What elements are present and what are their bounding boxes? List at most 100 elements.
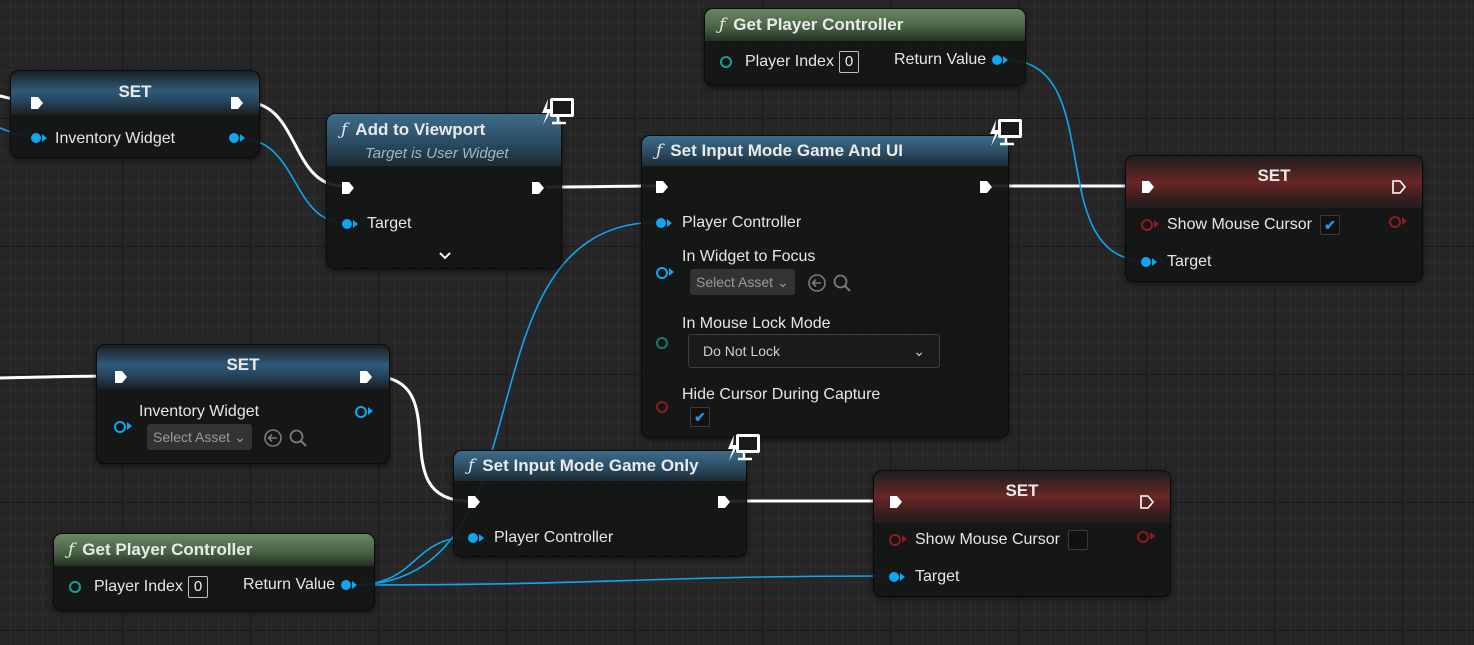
exec-out-pin[interactable] bbox=[229, 95, 245, 111]
player-index-pin[interactable] bbox=[720, 56, 732, 68]
player-index-label: Player Index bbox=[745, 53, 834, 70]
widget-focus-pin[interactable] bbox=[656, 267, 668, 279]
player-index-field[interactable]: 0 bbox=[188, 576, 208, 598]
hide-cursor-checkbox[interactable]: ✔ bbox=[690, 407, 710, 427]
object-wire bbox=[352, 221, 661, 586]
search-icon[interactable] bbox=[288, 428, 308, 448]
exec-out-pin[interactable] bbox=[358, 369, 374, 385]
asset-picker[interactable]: Select Asset⌄ bbox=[147, 424, 252, 450]
return-value-pin[interactable] bbox=[341, 580, 351, 590]
pin-arrow bbox=[127, 422, 132, 430]
exec-out-pin[interactable] bbox=[716, 494, 732, 510]
show-mouse-cursor-out-pin[interactable] bbox=[1389, 216, 1401, 228]
target-pin[interactable] bbox=[1141, 257, 1151, 267]
target-pin[interactable] bbox=[342, 219, 352, 229]
object-in-pin[interactable] bbox=[31, 133, 41, 143]
set-inventory-widget-node-top[interactable]: SET Inventory Widget bbox=[10, 70, 260, 158]
show-mouse-cursor-in-pin[interactable] bbox=[1141, 219, 1153, 231]
chevron-down-icon: ⌄ bbox=[913, 343, 925, 359]
node-subtitle: Target is User Widget bbox=[365, 145, 509, 162]
function-f-icon: ƒ bbox=[468, 456, 475, 476]
exec-in-pin[interactable] bbox=[1140, 179, 1156, 195]
return-value-pin[interactable] bbox=[992, 55, 1002, 65]
set-show-mouse-cursor-node-bottom[interactable]: SET Show Mouse Cursor Target bbox=[873, 470, 1171, 597]
pin-arrow bbox=[368, 407, 373, 415]
target-label: Target bbox=[367, 215, 412, 232]
pin-arrow bbox=[240, 134, 245, 142]
exec-out-pin[interactable] bbox=[1139, 494, 1155, 510]
search-icon[interactable] bbox=[832, 273, 852, 293]
node-title: SET bbox=[226, 355, 260, 374]
show-mouse-cursor-checkbox[interactable]: ✔ bbox=[1320, 215, 1340, 235]
hide-cursor-pin[interactable] bbox=[656, 401, 668, 413]
show-mouse-cursor-label: Show Mouse Cursor bbox=[1167, 216, 1312, 233]
function-f-icon: ƒ bbox=[68, 540, 75, 560]
show-mouse-cursor-checkbox[interactable] bbox=[1068, 530, 1088, 550]
object-out-pin[interactable] bbox=[355, 406, 367, 418]
exec-in-pin[interactable] bbox=[113, 369, 129, 385]
player-controller-pin[interactable] bbox=[468, 533, 478, 543]
arrow-left-circle-icon[interactable] bbox=[263, 428, 283, 448]
monitor-lightning-icon bbox=[728, 434, 760, 461]
exec-out-pin[interactable] bbox=[530, 180, 546, 196]
chevron-down-icon: ⌄ bbox=[234, 429, 246, 445]
arrow-left-circle-icon[interactable] bbox=[807, 273, 827, 293]
function-f-icon: ƒ bbox=[719, 15, 726, 35]
node-title: SET bbox=[118, 82, 152, 101]
monitor-lightning-icon bbox=[990, 119, 1022, 146]
object-out-pin[interactable] bbox=[229, 133, 239, 143]
show-mouse-cursor-out-pin[interactable] bbox=[1137, 531, 1149, 543]
node-title: SET bbox=[1257, 166, 1291, 185]
target-label: Target bbox=[1167, 253, 1212, 270]
variable-label: Inventory Widget bbox=[139, 403, 260, 420]
exec-in-pin[interactable] bbox=[888, 494, 904, 510]
pin-arrow bbox=[669, 268, 674, 276]
object-wire bbox=[352, 575, 896, 586]
pin-arrow bbox=[1150, 532, 1155, 540]
exec-in-pin[interactable] bbox=[466, 494, 482, 510]
pin-arrow bbox=[479, 534, 484, 542]
exec-in-pin[interactable] bbox=[654, 179, 670, 195]
mouse-lock-pin[interactable] bbox=[656, 337, 668, 349]
variable-label: Inventory Widget bbox=[55, 130, 176, 147]
exec-in-pin[interactable] bbox=[29, 95, 45, 111]
exec-out-pin[interactable] bbox=[1391, 179, 1407, 195]
chevron-down-icon: ⌄ bbox=[777, 274, 789, 290]
object-wire bbox=[1005, 59, 1148, 262]
player-controller-label: Player Controller bbox=[494, 529, 614, 546]
node-header: SET bbox=[1126, 156, 1422, 208]
player-controller-pin[interactable] bbox=[656, 218, 666, 228]
node-header: SET bbox=[874, 471, 1170, 523]
set-inventory-widget-node-mid[interactable]: SET Inventory Widget Select Asset⌄ bbox=[96, 344, 390, 464]
pin-arrow bbox=[1402, 217, 1407, 225]
pin-arrow bbox=[353, 220, 358, 228]
exec-out-pin[interactable] bbox=[978, 179, 994, 195]
pin-arrow bbox=[352, 581, 357, 589]
mouse-lock-dropdown[interactable]: Do Not Lock ⌄ bbox=[688, 334, 940, 368]
monitor-lightning-icon bbox=[542, 98, 574, 125]
player-index-pin[interactable] bbox=[69, 581, 81, 593]
set-show-mouse-cursor-node-top[interactable]: SET Show Mouse Cursor ✔ Target bbox=[1125, 155, 1423, 282]
show-mouse-cursor-label: Show Mouse Cursor bbox=[915, 531, 1060, 548]
chevron-down-icon[interactable] bbox=[437, 251, 453, 261]
return-value-label: Return Value bbox=[243, 576, 336, 593]
object-in-pin[interactable] bbox=[114, 421, 126, 433]
show-mouse-cursor-in-pin[interactable] bbox=[889, 534, 901, 546]
player-index-field[interactable]: 0 bbox=[839, 51, 859, 73]
player-controller-label: Player Controller bbox=[682, 214, 802, 231]
node-title: SET bbox=[1005, 481, 1039, 500]
exec-in-pin[interactable] bbox=[340, 180, 356, 196]
target-pin[interactable] bbox=[889, 572, 899, 582]
asset-picker[interactable]: Select Asset⌄ bbox=[690, 269, 795, 295]
